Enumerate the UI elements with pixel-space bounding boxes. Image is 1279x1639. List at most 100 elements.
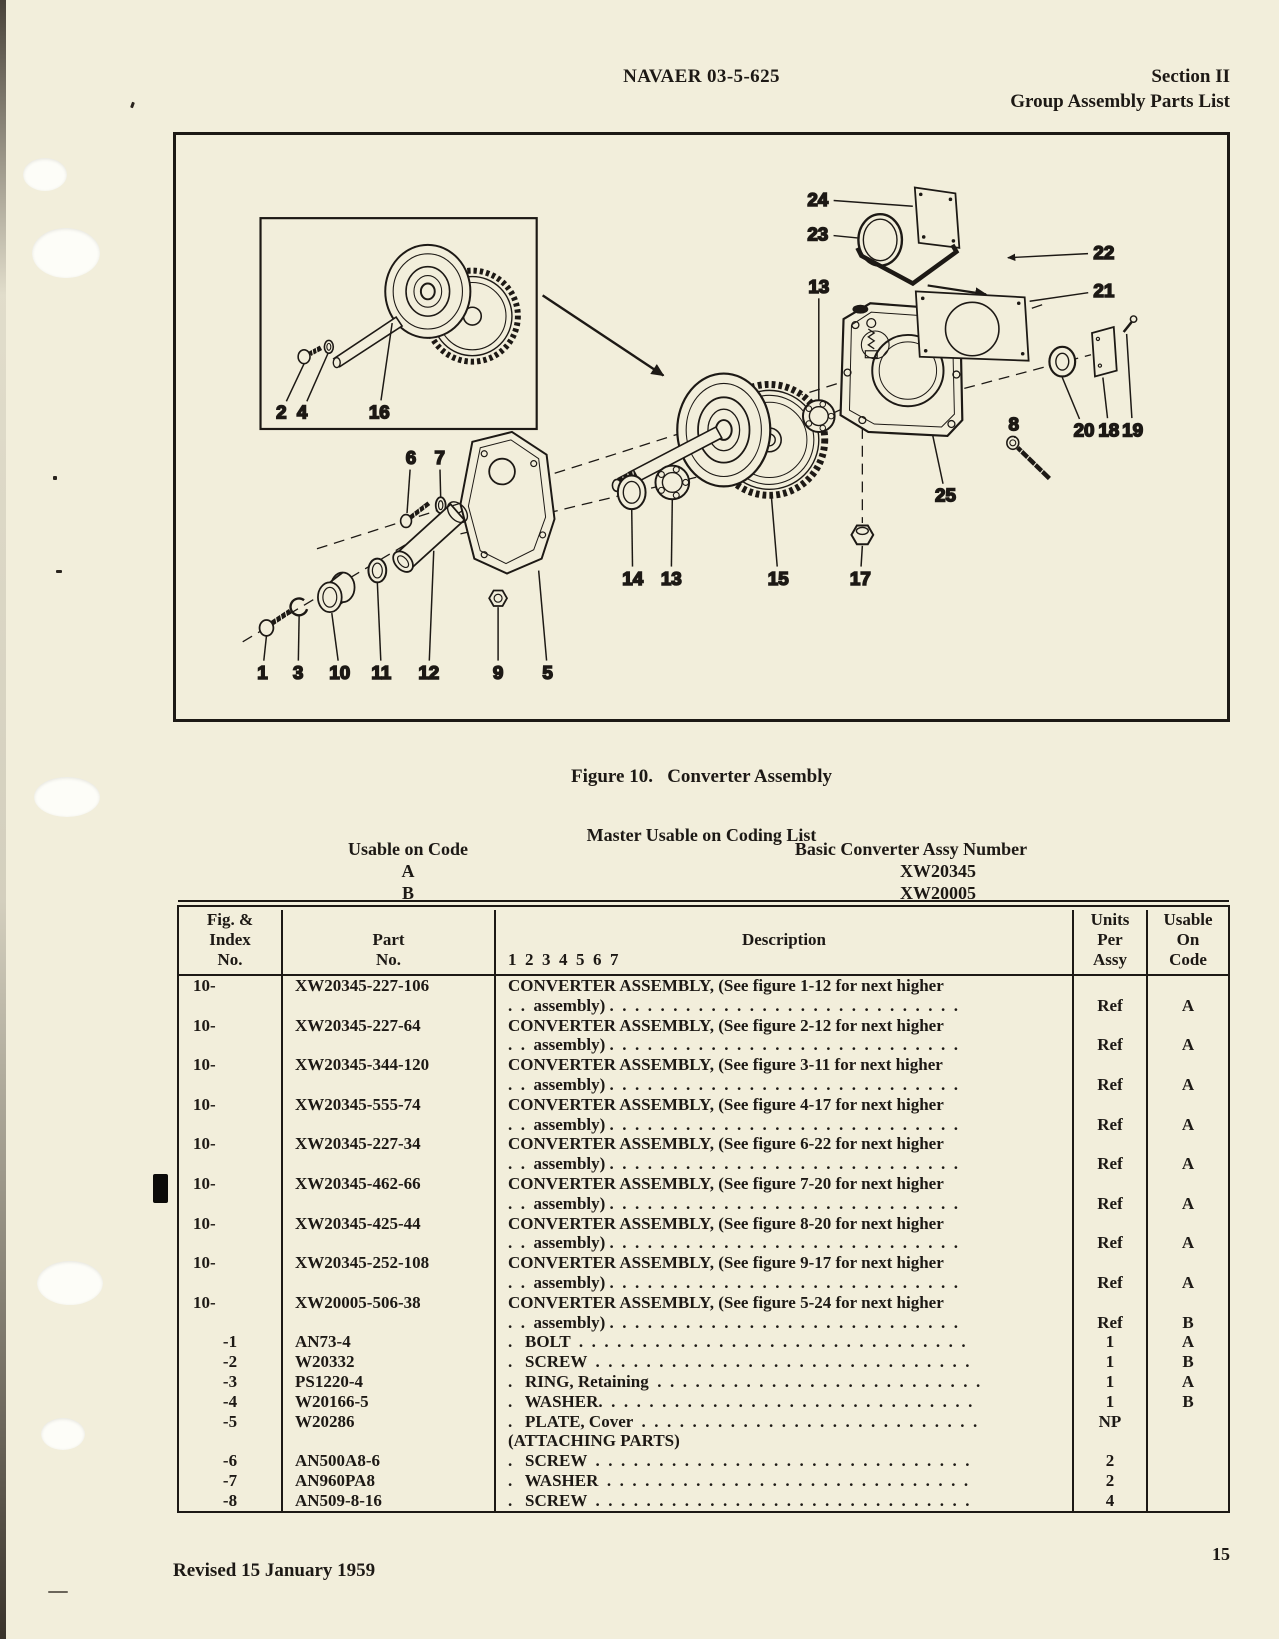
description-value: . BOLT . . . . . . . . . . . . . . . . .… [508, 1332, 966, 1352]
cell-part-no: W20166-5 [283, 1391, 496, 1412]
fig-index-value: -1 [222, 1332, 238, 1352]
units-value: Ref [1097, 1312, 1123, 1332]
cell-code [1148, 1412, 1228, 1432]
fig-index-value: 10- [193, 1134, 216, 1154]
doc-number: NAVAER 03-5-625 [623, 66, 780, 87]
callout-leader-21 [1029, 291, 1089, 303]
units-value: Ref [1097, 1154, 1123, 1174]
units-spacer [1074, 1214, 1146, 1234]
cell-fig-index: 10- [179, 1134, 283, 1174]
cell-units: 1 [1074, 1371, 1148, 1392]
fig-index-value: -6 [222, 1451, 238, 1471]
code-value: A [1181, 1371, 1195, 1391]
part-no-value: XW20345-425-44 [295, 1213, 421, 1233]
cell-units: 1 [1074, 1352, 1148, 1372]
parts-bottom-left [258, 501, 469, 637]
fig-index-value: -2 [222, 1352, 238, 1372]
cell-fig-index: 10- [179, 1173, 283, 1214]
code-value: A [1181, 1035, 1195, 1055]
callout-number-22: 22 [1093, 242, 1114, 263]
fig-index-value: -5 [222, 1411, 238, 1431]
cell-part-no: XW20345-555-74 [283, 1094, 496, 1135]
cell-part-no: XW20345-227-34 [283, 1134, 496, 1174]
cell-part-no: XW20345-227-106 [283, 976, 496, 1016]
col-part-no-line: Part [372, 930, 405, 949]
callout-leader-18 [1102, 377, 1109, 419]
coding-list-title: Master Usable on Coding List [586, 825, 817, 845]
code-value: A [1181, 1332, 1195, 1352]
cell-description: . SCREW . . . . . . . . . . . . . . . . … [496, 1451, 1074, 1471]
description-line2: . . assembly) . . . . . . . . . . . . . … [508, 1272, 959, 1292]
units-spacer [1074, 1095, 1146, 1115]
cell-code [1148, 1471, 1228, 1491]
cell-units: 1 [1074, 1391, 1148, 1412]
exploded-diagram: 2416671310111295141315172513242322218201… [242, 186, 1144, 684]
callout-number-13: 13 [661, 568, 682, 589]
usable-code-heading: Usable on Code [347, 839, 468, 859]
punch-hole [32, 228, 100, 278]
cell-description: . PLATE, Cover . . . . . . . . . . . . .… [496, 1411, 1074, 1432]
units-spacer [1074, 1134, 1146, 1154]
part-no-value: XW20345-252-108 [295, 1253, 430, 1273]
cell-description: CONVERTER ASSEMBLY, (See figure 2-12 for… [496, 1015, 1074, 1056]
description-line1: CONVERTER ASSEMBLY, (See figure 2-12 for… [508, 1015, 944, 1035]
callout-leader-2 [285, 363, 305, 402]
code-spacer [1148, 976, 1228, 996]
description-line1: CONVERTER ASSEMBLY, (See figure 7-20 for… [508, 1173, 944, 1193]
cell-description: CONVERTER ASSEMBLY, (See figure 9-17 for… [496, 1253, 1074, 1293]
punch-hole [34, 777, 100, 817]
callout-number-13: 13 [808, 276, 829, 297]
part-no-value: XW20005-506-38 [295, 1292, 421, 1312]
cell-code: A [1148, 1332, 1228, 1352]
description-line1: CONVERTER ASSEMBLY, (See figure 9-17 for… [508, 1253, 944, 1273]
callout-number-24: 24 [807, 189, 828, 210]
screw-washer [399, 496, 447, 529]
cover-plate [459, 430, 556, 607]
table-row-assembly: 10-XW20345-462-66 CONVERTER ASSEMBLY, (Se… [179, 1173, 1228, 1214]
cell-fig-index: 10- [179, 1213, 283, 1254]
callout-leader-7 [439, 469, 442, 498]
cell-fig-index: -2 [179, 1352, 283, 1372]
cell-code: A [1148, 976, 1228, 1016]
col-units-per-assy-line: Per [1097, 930, 1123, 949]
ink-speck [130, 101, 135, 109]
callout-leader-23 [833, 234, 858, 239]
gear-cluster [611, 372, 829, 499]
description-line2: . . assembly) . . . . . . . . . . . . . … [508, 1074, 959, 1094]
callout-number-15: 15 [768, 568, 789, 589]
description-line1: CONVERTER ASSEMBLY, (See figure 4-17 for… [508, 1094, 944, 1114]
description-line2: . . assembly) . . . . . . . . . . . . . … [508, 995, 959, 1015]
fig-index-value: -4 [222, 1391, 238, 1411]
callout-number-3: 3 [293, 662, 303, 683]
part-no-value: AN509-8-16 [295, 1490, 382, 1510]
cell-part-no: PS1220-4 [283, 1371, 496, 1392]
part-no-value: XW20345-227-34 [295, 1134, 421, 1154]
cell-code: A [1148, 1055, 1228, 1095]
callout-leader-11 [376, 582, 382, 661]
callout-leader-25 [931, 434, 944, 484]
callout-number-9: 9 [493, 662, 503, 683]
callout-leader-14 [630, 509, 634, 567]
cell-part-no: XW20345-462-66 [283, 1173, 496, 1214]
callout-leader-6 [406, 469, 411, 514]
callout-leader-22 [1007, 252, 1089, 262]
description-value: . RING, Retaining . . . . . . . . . . . … [508, 1371, 981, 1391]
fig-index-value: 10- [193, 1213, 216, 1233]
description-line2: . . assembly) . . . . . . . . . . . . . … [508, 1233, 959, 1253]
units-value: Ref [1097, 1074, 1123, 1094]
